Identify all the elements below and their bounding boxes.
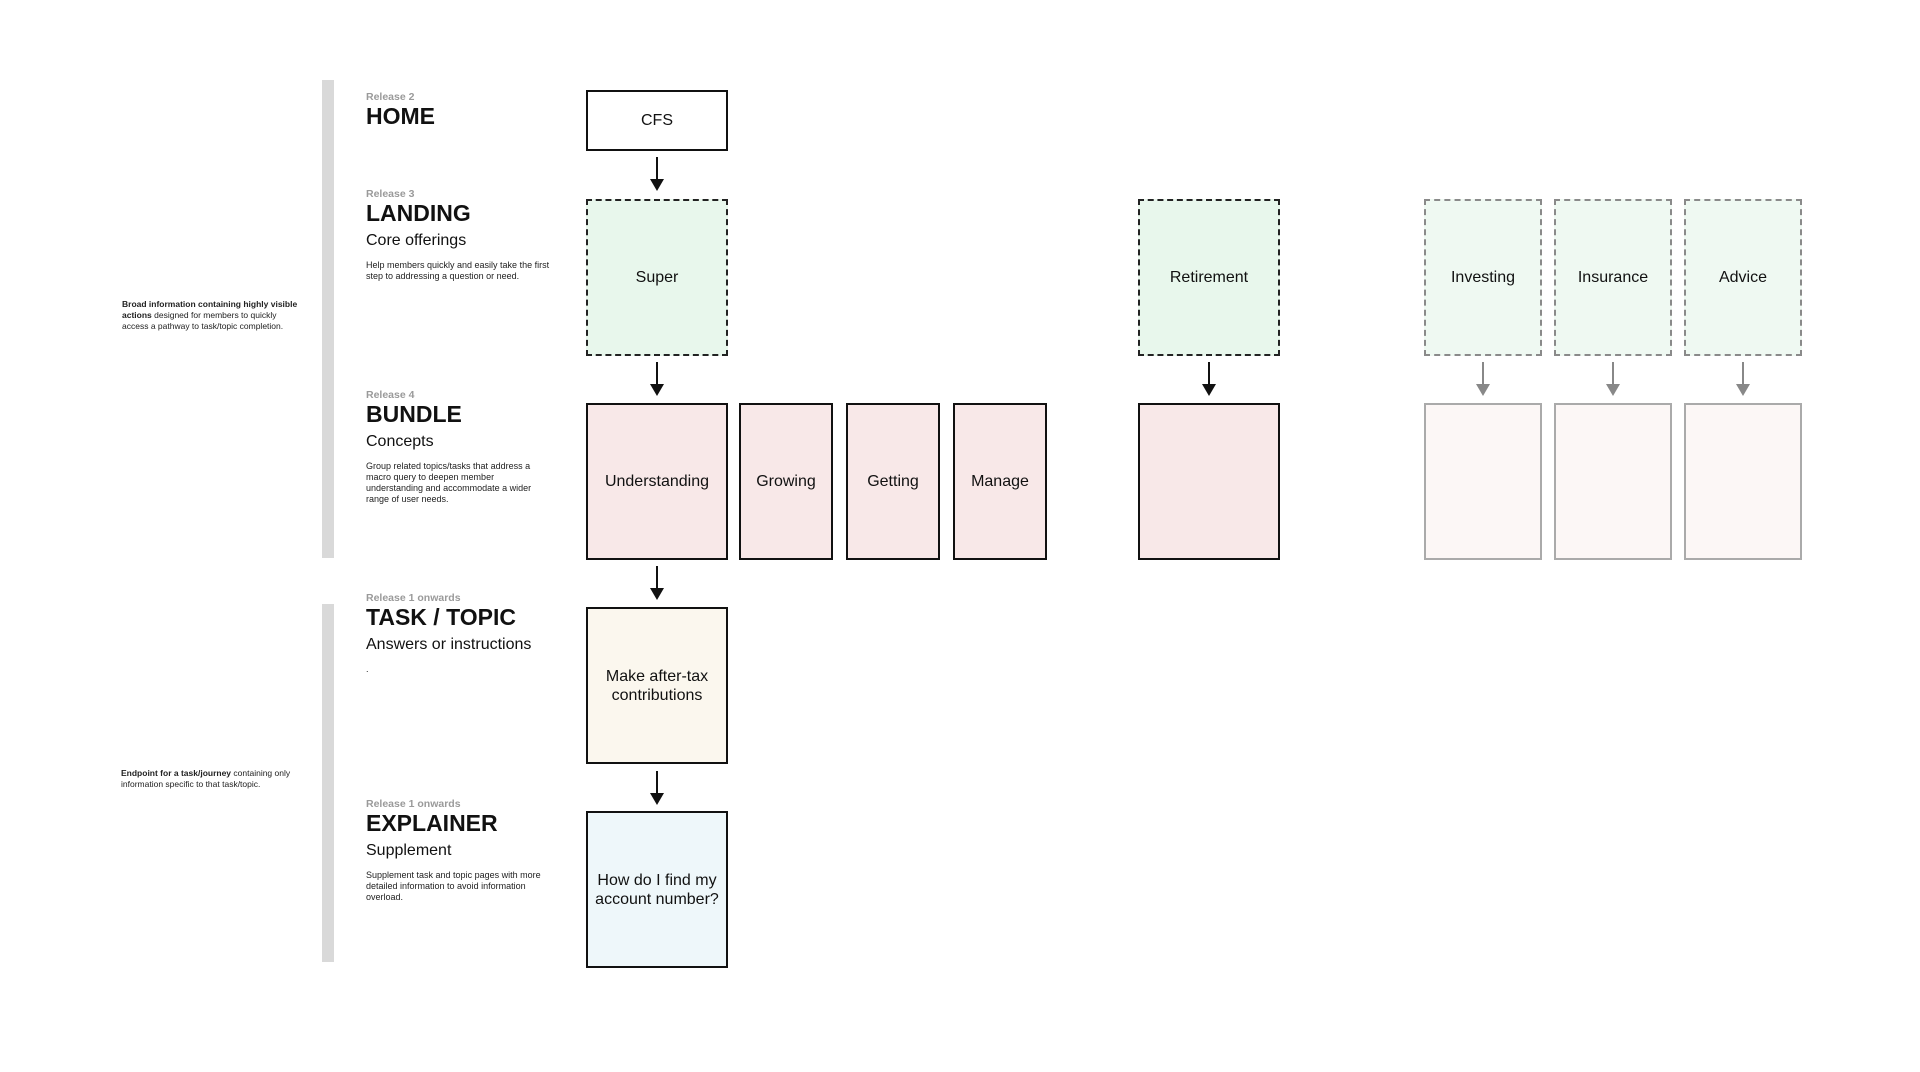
box-retirement-bundle: [1138, 403, 1280, 560]
level-subtitle: Core offerings: [366, 232, 467, 249]
arrow-down-icon: [650, 566, 664, 600]
release-label: Release 1 onwards: [366, 798, 461, 810]
note-broad-bold: Broad information containing highly visi…: [122, 299, 298, 320]
level-subtitle: Concepts: [366, 433, 434, 450]
section-bar-top: [322, 80, 334, 558]
box-getting: Getting: [846, 403, 940, 560]
arrow-down-icon: [650, 362, 664, 396]
level-bundle: Release 4 BUNDLE Concepts Group related …: [366, 389, 556, 505]
note-endpoint-rest: containing only information specific to …: [121, 768, 291, 789]
level-title: LANDING: [366, 200, 471, 226]
box-insurance-bundle: [1554, 403, 1672, 560]
box-manage: Manage: [953, 403, 1047, 560]
release-label: Release 1 onwards: [366, 592, 461, 604]
level-task-topic: Release 1 onwards TASK / TOPIC Answers o…: [366, 592, 556, 675]
level-explainer: Release 1 onwards EXPLAINER Supplement S…: [366, 798, 556, 903]
level-subtitle: Answers or instructions: [366, 636, 532, 653]
note-endpoint-bold: Endpoint for a task/journey: [121, 768, 232, 778]
level-description: .: [366, 664, 369, 674]
level-description: Group related topics/tasks that address …: [366, 461, 532, 504]
release-label: Release 4: [366, 389, 415, 401]
box-explainer: How do I find my account number?: [586, 811, 728, 968]
arrow-down-icon: [650, 771, 664, 805]
box-advice-bundle: [1684, 403, 1802, 560]
box-investing-bundle: [1424, 403, 1542, 560]
note-broad-information: Broad information containing highly visi…: [122, 299, 302, 332]
box-insurance: Insurance: [1554, 199, 1672, 356]
level-title: EXPLAINER: [366, 810, 498, 836]
level-description: Supplement task and topic pages with mor…: [366, 870, 541, 902]
level-subtitle: Supplement: [366, 842, 452, 859]
level-home: Release 2 HOME: [366, 91, 556, 129]
box-understanding: Understanding: [586, 403, 728, 560]
note-endpoint: Endpoint for a task/journey containing o…: [121, 768, 301, 790]
box-super: Super: [586, 199, 728, 356]
level-title: TASK / TOPIC: [366, 604, 516, 630]
arrow-down-icon: [1476, 362, 1490, 396]
arrow-down-icon: [1606, 362, 1620, 396]
box-investing: Investing: [1424, 199, 1542, 356]
box-retirement: Retirement: [1138, 199, 1280, 356]
section-bar-bottom: [322, 604, 334, 962]
box-cfs: CFS: [586, 90, 728, 151]
release-label: Release 3: [366, 188, 415, 200]
box-advice: Advice: [1684, 199, 1802, 356]
release-label: Release 2: [366, 91, 415, 103]
level-description: Help members quickly and easily take the…: [366, 260, 550, 281]
arrow-down-icon: [1202, 362, 1216, 396]
level-title: BUNDLE: [366, 401, 462, 427]
level-title: HOME: [366, 103, 435, 129]
arrow-down-icon: [1736, 362, 1750, 396]
box-growing: Growing: [739, 403, 833, 560]
arrow-down-icon: [650, 157, 664, 191]
box-task: Make after-tax contributions: [586, 607, 728, 764]
level-landing: Release 3 LANDING Core offerings Help me…: [366, 188, 556, 282]
note-broad-rest: designed for members to quickly access a…: [122, 310, 284, 331]
